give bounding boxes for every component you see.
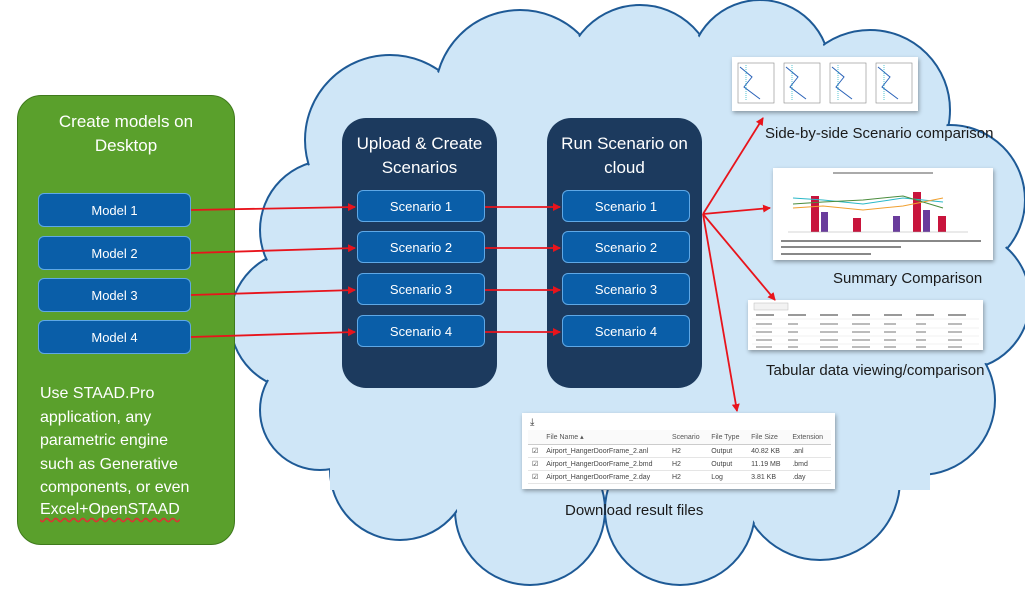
file-table-col-name[interactable]: File Name ▴ bbox=[542, 430, 668, 445]
upload-scenario-2-box: Scenario 2 bbox=[357, 231, 485, 263]
upload-panel-title: Upload & Create Scenarios bbox=[356, 134, 483, 177]
tabular-thumbnail bbox=[748, 300, 983, 350]
file-type-cell: Output bbox=[707, 444, 748, 458]
file-table-header: File Name ▴ Scenario File Type File Size… bbox=[528, 430, 831, 445]
file-type-cell: Output bbox=[707, 457, 748, 471]
upload-scenario-1-box: Scenario 1 bbox=[357, 190, 485, 222]
model-4-box: Model 4 bbox=[38, 320, 191, 354]
scenario-cell: H2 bbox=[667, 457, 708, 471]
table-row[interactable]: ☑ Airport_HangerDoorFrame_2.bmd H2 Outpu… bbox=[528, 457, 831, 471]
file-table-col-extension[interactable]: Extension bbox=[788, 430, 831, 445]
desktop-description-excel: Excel+OpenSTAAD bbox=[40, 501, 180, 518]
desktop-panel-title: Create models on Desktop bbox=[58, 112, 194, 155]
desktop-description: Use STAAD.Pro application, any parametri… bbox=[40, 385, 190, 496]
download-files-thumbnail: ⤓ File Name ▴ Scenario File Type File Si… bbox=[522, 413, 835, 489]
file-name-cell: Airport_HangerDoorFrame_2.anl bbox=[542, 444, 668, 458]
row-checkbox[interactable]: ☑ bbox=[528, 457, 543, 471]
file-table-check-col bbox=[528, 430, 543, 445]
scenario-cell: H2 bbox=[667, 444, 708, 458]
run-scenario-3-box: Scenario 3 bbox=[562, 273, 690, 305]
row-checkbox[interactable]: ☑ bbox=[528, 470, 543, 484]
upload-scenario-3-box: Scenario 3 bbox=[357, 273, 485, 305]
file-table-col-scenario[interactable]: Scenario bbox=[667, 430, 708, 445]
run-scenario-2-box: Scenario 2 bbox=[562, 231, 690, 263]
table-row[interactable]: ☑ Airport_HangerDoorFrame_2.anl H2 Outpu… bbox=[528, 444, 831, 458]
file-table-col-size[interactable]: File Size bbox=[747, 430, 789, 445]
file-type-cell: Log bbox=[707, 470, 748, 484]
file-size-cell: 11.19 MB bbox=[747, 457, 789, 471]
run-scenario-4-box: Scenario 4 bbox=[562, 315, 690, 347]
summary-caption: Summary Comparison bbox=[833, 270, 983, 287]
run-scenario-1-box: Scenario 1 bbox=[562, 190, 690, 222]
side-by-side-thumbnail bbox=[732, 57, 918, 111]
tabular-caption: Tabular data viewing/comparison bbox=[766, 362, 985, 379]
model-2-box: Model 2 bbox=[38, 236, 191, 270]
upload-scenario-4-box: Scenario 4 bbox=[357, 315, 485, 347]
file-table: File Name ▴ Scenario File Type File Size… bbox=[528, 430, 831, 484]
run-panel-title: Run Scenario on cloud bbox=[561, 134, 688, 177]
model-3-box: Model 3 bbox=[38, 278, 191, 312]
file-name-cell: Airport_HangerDoorFrame_2.day bbox=[542, 470, 668, 484]
file-table-wrapper: File Name ▴ Scenario File Type File Size… bbox=[528, 430, 831, 484]
summary-chart-thumbnail bbox=[773, 168, 993, 260]
side-by-side-caption: Side-by-side Scenario comparison bbox=[765, 125, 994, 142]
file-size-cell: 40.82 KB bbox=[747, 444, 789, 458]
extension-cell: .day bbox=[788, 470, 831, 484]
download-caption: Download result files bbox=[565, 502, 704, 519]
extension-cell: .anl bbox=[788, 444, 831, 458]
file-name-cell: Airport_HangerDoorFrame_2.bmd bbox=[542, 457, 668, 471]
extension-cell: .bmd bbox=[788, 457, 831, 471]
scenario-cell: H2 bbox=[667, 470, 708, 484]
file-table-col-type[interactable]: File Type bbox=[707, 430, 748, 445]
file-size-cell: 3.81 KB bbox=[747, 470, 789, 484]
row-checkbox[interactable]: ☑ bbox=[528, 444, 543, 458]
table-row[interactable]: ☑ Airport_HangerDoorFrame_2.day H2 Log 3… bbox=[528, 470, 831, 484]
download-icon: ⤓ bbox=[530, 417, 535, 428]
model-1-box: Model 1 bbox=[38, 193, 191, 227]
